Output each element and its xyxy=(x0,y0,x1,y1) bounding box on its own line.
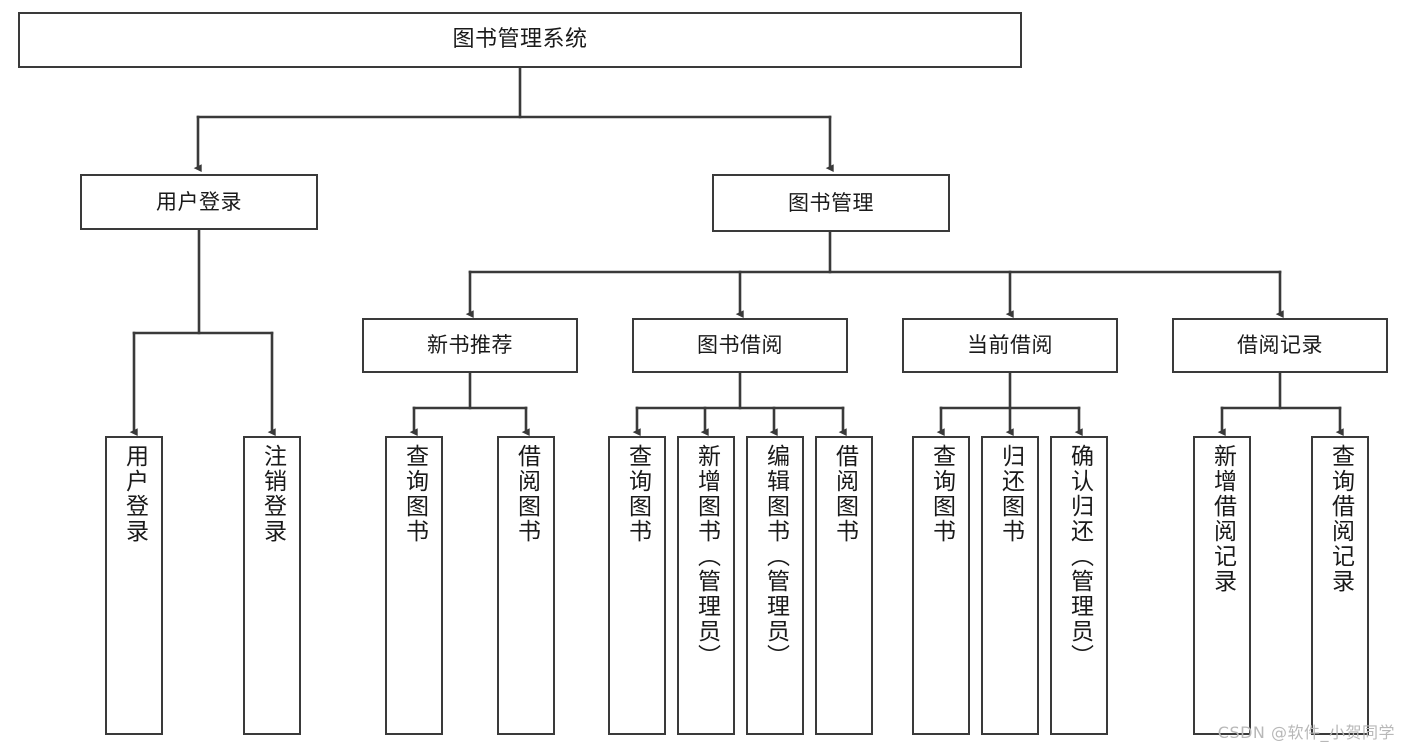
leaf-user-login-signin[interactable]: 用户登录 xyxy=(105,436,163,735)
node-label: 查询图书 xyxy=(928,444,955,544)
node-label: 借阅图书 xyxy=(831,444,858,544)
leaf-user-login-signout[interactable]: 注销登录 xyxy=(243,436,301,735)
node-label: 确认归还（管理员） xyxy=(1066,444,1093,669)
leaf-current-return-books[interactable]: 归还图书 xyxy=(981,436,1039,735)
watermark-text: CSDN @软件_小贺同学 xyxy=(1217,723,1395,742)
leaf-newbook-query-books[interactable]: 查询图书 xyxy=(385,436,443,735)
node-label: 当前借阅 xyxy=(967,333,1053,358)
node-book-management[interactable]: 图书管理 xyxy=(712,174,950,232)
leaf-current-query-books[interactable]: 查询图书 xyxy=(912,436,970,735)
node-label: 编辑图书（管理员） xyxy=(762,444,789,669)
leaf-current-confirm-return-admin[interactable]: 确认归还（管理员） xyxy=(1050,436,1108,735)
node-label: 图书管理 xyxy=(788,190,874,215)
leaf-borrow-add-book-admin[interactable]: 新增图书（管理员） xyxy=(677,436,735,735)
node-book-borrowing[interactable]: 图书借阅 xyxy=(632,318,848,373)
node-label: 查询借阅记录 xyxy=(1327,444,1354,594)
node-new-book-recommendation[interactable]: 新书推荐 xyxy=(362,318,578,373)
node-label: 查询图书 xyxy=(401,444,428,544)
node-label: 用户登录 xyxy=(156,189,242,214)
node-label: 新增图书（管理员） xyxy=(693,444,720,669)
leaf-record-add-borrow-record[interactable]: 新增借阅记录 xyxy=(1193,436,1251,735)
node-label: 图书借阅 xyxy=(697,333,783,358)
leaf-borrow-query-books[interactable]: 查询图书 xyxy=(608,436,666,735)
node-label: 借阅记录 xyxy=(1237,333,1323,358)
node-label: 用户登录 xyxy=(121,444,148,544)
node-user-login[interactable]: 用户登录 xyxy=(80,174,318,230)
node-borrowing-records[interactable]: 借阅记录 xyxy=(1172,318,1388,373)
node-label: 借阅图书 xyxy=(513,444,540,544)
node-label: 查询图书 xyxy=(624,444,651,544)
node-label: 新书推荐 xyxy=(427,333,513,358)
node-current-borrowing[interactable]: 当前借阅 xyxy=(902,318,1118,373)
leaf-record-query-borrow-record[interactable]: 查询借阅记录 xyxy=(1311,436,1369,735)
node-label: 图书管理系统 xyxy=(452,27,588,53)
leaf-newbook-borrow-books[interactable]: 借阅图书 xyxy=(497,436,555,735)
leaf-borrow-edit-book-admin[interactable]: 编辑图书（管理员） xyxy=(746,436,804,735)
node-label: 新增借阅记录 xyxy=(1209,444,1236,594)
node-label: 注销登录 xyxy=(259,444,286,544)
node-root-book-management-system[interactable]: 图书管理系统 xyxy=(18,12,1022,68)
leaf-borrow-borrow-books[interactable]: 借阅图书 xyxy=(815,436,873,735)
node-label: 归还图书 xyxy=(997,444,1024,544)
